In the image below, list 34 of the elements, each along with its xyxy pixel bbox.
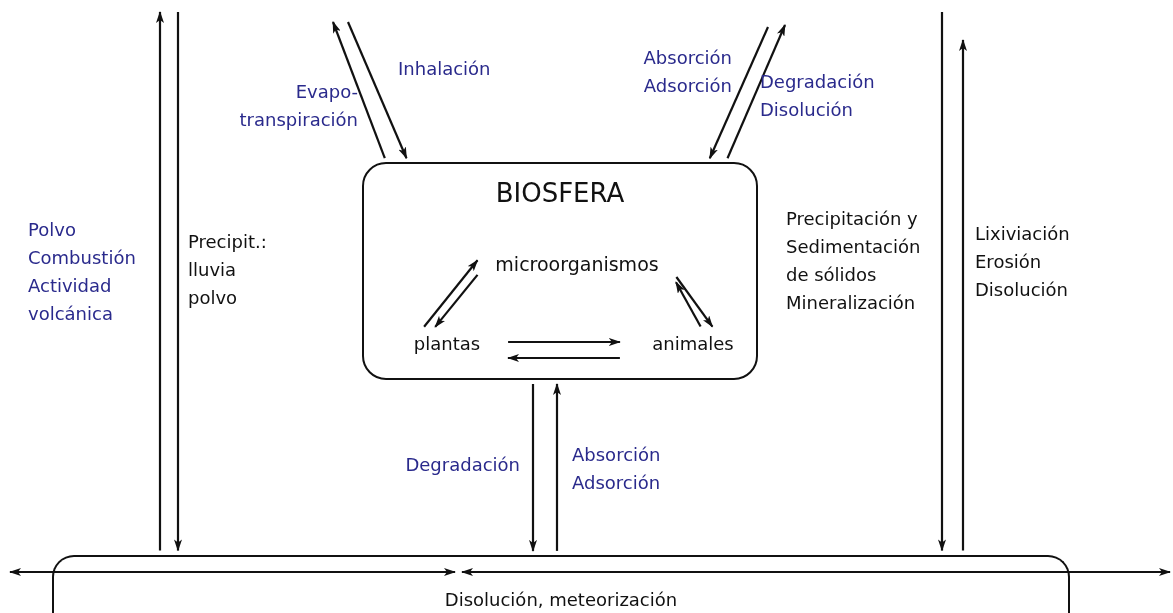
edge-label: Polvo Combustión Actividad volcánica: [28, 218, 137, 326]
edge-label: Absorción Adsorción: [572, 443, 662, 495]
biosphere-box: [362, 162, 758, 380]
edge-label: Degradación Disolución: [760, 70, 876, 122]
arrow: [675, 281, 702, 328]
arrow: [434, 274, 479, 328]
edge-label: Precipit.: lluvia polvo: [188, 230, 268, 310]
organism-label: plantas: [404, 330, 490, 360]
arrow: [675, 276, 714, 328]
arrow: [507, 354, 620, 362]
arrow: [726, 24, 786, 159]
edge-label: Inhalación: [398, 57, 492, 81]
organism-label: microorganismos: [480, 250, 674, 280]
arrow: [708, 26, 769, 160]
organism-label: animales: [638, 330, 748, 360]
arrow: [959, 39, 967, 551]
arrow: [508, 338, 621, 346]
edge-label: Degradación: [404, 453, 520, 477]
double-arrow: [461, 568, 1171, 576]
box-title: BIOSFERA: [494, 178, 626, 208]
arrow: [156, 11, 164, 551]
arrow: [331, 21, 386, 159]
arrow: [347, 21, 408, 160]
arrow: [174, 12, 182, 552]
edge-label: Precipitación y Sedimentación de sólidos Mineralización: [786, 207, 922, 315]
edge-label: Absorción Adsorción: [642, 46, 732, 98]
arrow: [529, 384, 537, 552]
arrow: [938, 12, 946, 552]
edge-label: Lixiviación Erosión Disolución: [975, 222, 1071, 302]
ground-box: Disolución, meteorización: [52, 555, 1070, 613]
double-arrow: [9, 568, 456, 576]
arrow: [423, 259, 479, 328]
arrow: [553, 383, 561, 551]
edge-label: Evapo- transpiración: [238, 80, 358, 132]
